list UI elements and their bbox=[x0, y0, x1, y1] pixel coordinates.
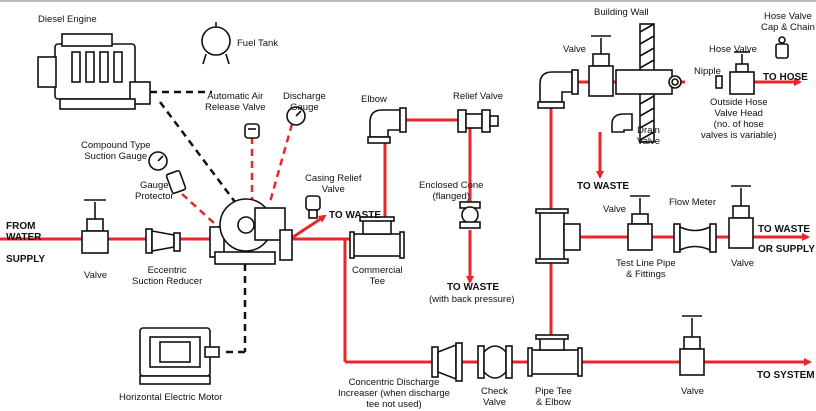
label-to-system: TO SYSTEM bbox=[757, 370, 815, 381]
label-elbow: Elbow bbox=[361, 94, 387, 105]
commercial-tee-icon bbox=[349, 216, 405, 259]
compound-gauge-icon bbox=[148, 151, 168, 171]
label-from-water: FROM WATER bbox=[6, 221, 42, 243]
fire-pump-icon bbox=[209, 198, 293, 265]
hose-valve-icon bbox=[729, 51, 755, 95]
label-concentric-increaser: Concentric Discharge Increaser (when dis… bbox=[338, 377, 450, 410]
label-eccentric-reducer: Eccentric Suction Reducer bbox=[132, 265, 203, 287]
gauge-protector-icon bbox=[165, 169, 187, 195]
label-to-waste-casing: TO WASTE bbox=[329, 210, 382, 221]
relief-valve-icon bbox=[457, 109, 499, 133]
top-elbow-icon bbox=[537, 69, 579, 109]
label-to-waste-drain: TO WASTE bbox=[577, 181, 630, 192]
label-to-hose: TO HOSE bbox=[763, 72, 808, 83]
label-outside-hose-head: Outside Hose Valve Head (no. of hose val… bbox=[701, 97, 777, 141]
test-valve-right-icon bbox=[728, 185, 754, 249]
eccentric-reducer-icon bbox=[145, 228, 181, 254]
label-relief-valve: Relief Valve bbox=[453, 91, 503, 102]
discharge-gauge-icon bbox=[286, 106, 306, 126]
label-hose-valve: Hose Valve bbox=[709, 44, 757, 55]
label-valve-test-right: Valve bbox=[731, 258, 755, 269]
elbow-icon bbox=[367, 107, 407, 144]
label-fuel-tank: Fuel Tank bbox=[237, 38, 279, 49]
hose-cap-icon bbox=[775, 36, 789, 59]
label-air-release-valve: Automatic Air Release Valve bbox=[205, 91, 266, 113]
label-flow-meter: Flow Meter bbox=[669, 197, 716, 208]
label-back-pressure: (with back pressure) bbox=[429, 294, 515, 305]
pipe-tee-icon bbox=[527, 334, 583, 377]
label-drain-valve: Drain Valve bbox=[637, 125, 661, 147]
diesel-engine-icon bbox=[37, 33, 151, 110]
label-discharge-gauge: Discharge Gauge bbox=[283, 91, 326, 113]
check-valve-icon bbox=[477, 345, 513, 379]
label-hose-valve-cap: Hose Valve Cap & Chain bbox=[761, 11, 815, 33]
nipple-icon bbox=[715, 75, 723, 89]
electric-motor-icon bbox=[139, 327, 220, 385]
label-valve-test-left: Valve bbox=[603, 204, 627, 215]
label-to-waste-or-supply: TO WASTE OR SUPPLY bbox=[758, 224, 815, 255]
label-check-valve: Check Valve bbox=[481, 386, 508, 408]
label-supply: SUPPLY bbox=[6, 254, 46, 265]
casing-relief-valve-icon bbox=[305, 195, 321, 219]
wall-pipe-icon bbox=[615, 69, 682, 95]
label-compound-gauge: Compound Type Suction Gauge bbox=[81, 140, 151, 162]
label-nipple: Nipple bbox=[694, 66, 721, 77]
label-commercial-tee: Commercial Tee bbox=[352, 265, 403, 287]
system-valve-icon bbox=[679, 315, 705, 376]
label-test-line: Test Line Pipe & Fittings bbox=[616, 258, 676, 280]
label-enclosed-cone: Enclosed Cone (flanged) bbox=[419, 180, 484, 202]
concentric-increaser-icon bbox=[431, 342, 463, 382]
label-building-wall: Building Wall bbox=[594, 7, 649, 18]
label-casing-relief-valve: Casing Relief Valve bbox=[305, 173, 362, 195]
drain-elbow-icon bbox=[611, 113, 633, 133]
label-electric-motor: Horizontal Electric Motor bbox=[119, 392, 223, 403]
label-valve-top: Valve bbox=[563, 44, 587, 55]
label-valve-suction: Valve bbox=[84, 270, 108, 281]
flow-meter-icon bbox=[673, 223, 717, 253]
test-valve-left-icon bbox=[627, 195, 653, 251]
enclosed-cone-icon bbox=[459, 201, 481, 229]
fuel-tank-icon bbox=[201, 22, 231, 65]
label-to-waste-relief: TO WASTE bbox=[447, 282, 500, 293]
air-release-valve-icon bbox=[244, 123, 260, 139]
label-valve-system: Valve bbox=[681, 386, 705, 397]
label-gauge-protector: Gauge Protector bbox=[135, 180, 174, 202]
label-diesel-engine: Diesel Engine bbox=[38, 14, 97, 25]
test-line-tee-icon bbox=[535, 208, 581, 264]
top-valve-icon bbox=[588, 35, 614, 97]
suction-valve-icon bbox=[81, 199, 109, 254]
label-pipe-tee-elbow: Pipe Tee & Elbow bbox=[535, 386, 572, 408]
